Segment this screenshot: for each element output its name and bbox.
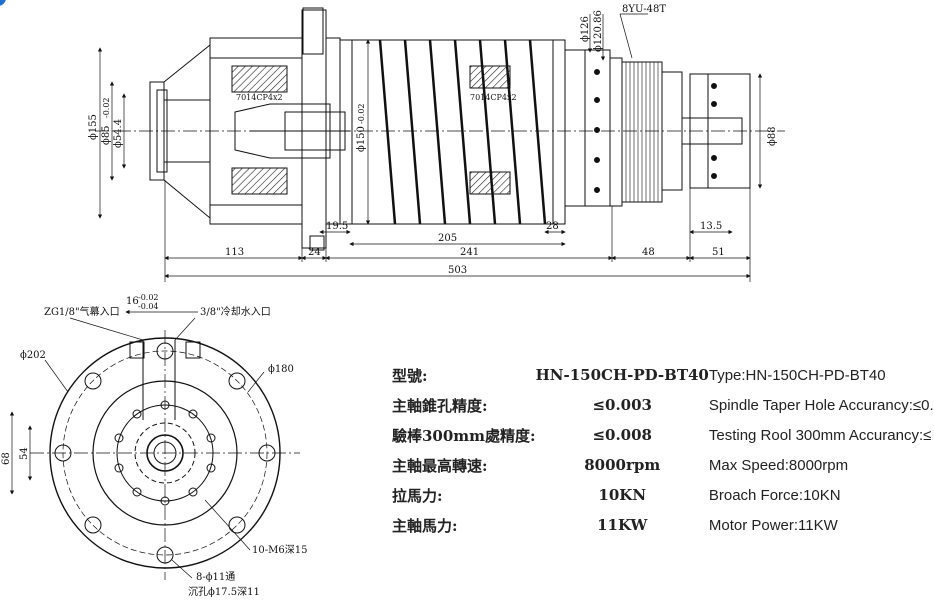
dim-241: 241 [460,247,479,258]
spec-row: 主軸最高轉速: 8000rpm Max Speed:8000rpm [392,450,934,480]
dim-d150: ϕ150 [356,126,367,152]
dim-13-5: 13.5 [700,221,722,232]
spec-row: 主軸錐孔精度: ≤0.003 Spindle Taper Hole Accuranc… [392,390,934,420]
side-view [95,7,785,251]
dim-48: 48 [642,247,655,258]
dim-d85-tolerance: -0.02 [102,97,111,118]
dim-51: 51 [712,247,725,258]
dim-d54: ϕ54.4 [113,119,124,148]
spec-value: HN-150CH-PD-BT40 [535,366,709,384]
spec-english: Spindle Taper Hole Accurancy:≤0. [708,396,934,414]
dim-d180: ϕ180 [268,364,294,375]
spec-label: 主軸錐孔精度: [392,396,488,415]
dim-24: 24 [308,247,321,258]
spec-label: 拉馬力: [392,486,443,505]
belt-spec: 8YU-48T [622,4,666,15]
slot-label: 16 [126,296,139,307]
spec-value: 8000rpm [584,456,661,474]
dim-d155: ϕ155 [88,114,99,140]
dim-d150-tolerance: -0.02 [357,103,366,124]
bolt-holes-label: 8-ϕ11通 [196,571,235,583]
dim-503: 503 [448,265,467,276]
bearing-label-mid: 7014CP4x2 [470,93,517,102]
dim-205: 205 [438,233,457,244]
spec-english: Testing Rool 300mm Accurancy:≤ [708,426,932,444]
bearing-label-front: 7014CP4x2 [236,93,283,102]
spec-english: Max Speed:8000rpm [708,456,849,474]
dim-d85: ϕ85 [101,125,112,145]
side-view-dimension-text: ϕ155 ϕ85 -0.02 ϕ54.4 7014CP4x2 ϕ150 -0.0… [88,4,778,276]
spec-english: Motor Power:11KW [708,516,838,534]
dim-h68: 68 [1,452,12,465]
dim-d202: ϕ202 [20,350,46,361]
spec-label: 型號: [392,366,428,385]
spec-label: 驗棒300mm處精度: [392,426,536,445]
counterbore-label: 沉孔ϕ17.5深11 [188,585,260,598]
slot-tolerance-a: -0.02 [138,293,159,302]
spec-value: 10KN [598,486,647,504]
air-port-label: ZG1/8"气幕入口 [44,305,120,318]
dim-d88: ϕ88 [767,126,778,146]
slot-tolerance-b: -0.04 [138,302,159,311]
spec-value: ≤0.003 [592,396,652,414]
spindle-technical-drawing: ϕ155 ϕ85 -0.02 ϕ54.4 7014CP4x2 ϕ150 -0.0… [0,0,785,598]
dim-d126: ϕ126 [580,16,591,42]
spec-row: 驗棒300mm處精度: ≤0.008 Testing Rool 300mm Accu… [392,420,934,450]
front-view [30,330,300,580]
dim-28: 28 [546,221,559,232]
front-view-dimension-lines [9,309,265,579]
side-view-dimension-lines [97,13,763,282]
spec-value: ≤0.008 [592,426,652,444]
spec-label: 主軸最高轉速: [392,456,488,475]
dim-d120: ϕ120.86 [593,10,604,52]
spec-english: Type:HN-150CH-PD-BT40 [708,366,886,384]
thread-label: 10-M6深15 [252,544,307,556]
corner-mark-icon [0,0,6,6]
dim-h54: 54 [19,447,30,460]
dim-113: 113 [225,247,244,258]
front-view-text: ZG1/8"气幕入口 16 -0.02 -0.04 3/8"冷却水入口 ϕ202… [1,293,307,598]
spec-row: 拉馬力: 10KN Broach Force:10KN [392,480,934,510]
spec-value: 11KW [597,516,648,534]
spec-english: Broach Force:10KN [708,486,841,504]
coolant-port-label: 3/8"冷却水入口 [200,305,271,318]
spec-label: 主軸馬力: [392,516,458,535]
spec-row: 主軸馬力: 11KW Motor Power:11KW [392,510,934,540]
dim-19-5: 19.5 [326,221,348,232]
